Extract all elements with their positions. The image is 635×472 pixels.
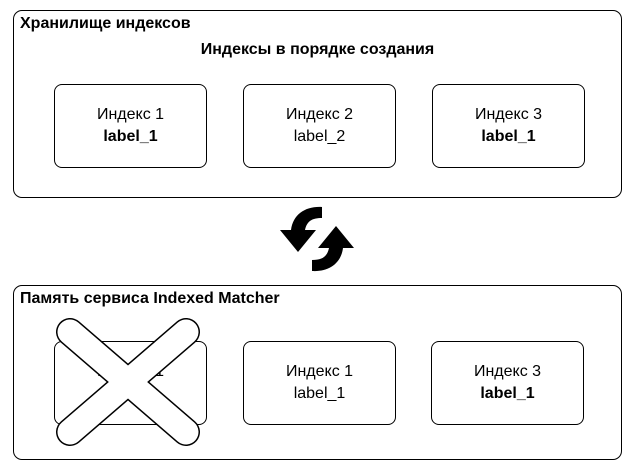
index-card-name: Индекс 1 <box>285 363 354 380</box>
index-card-label: label_1 <box>293 385 346 402</box>
memory-index-card: Индекс 3 label_1 <box>431 341 584 425</box>
index-card-label: label_1 <box>480 385 535 402</box>
sync-arrows-icon <box>280 206 354 272</box>
index-card-label: label_2 <box>293 128 346 145</box>
sync-arrow-down-icon <box>280 206 322 252</box>
index-card-name: Индекс 3 <box>474 106 543 123</box>
index-order-subtitle: Индексы в порядке создания <box>200 41 435 58</box>
storage-index-card: Индекс 3 label_1 <box>432 84 585 168</box>
storage-index-card: Индекс 1 label_1 <box>54 84 207 168</box>
index-storage-panel: Хранилище индексов Индексы в порядке соз… <box>13 10 622 198</box>
matcher-memory-title: Память сервиса Indexed Matcher <box>20 290 280 307</box>
index-card-name: Индекс 3 <box>473 363 542 380</box>
index-card-label: label_1 <box>481 128 536 145</box>
memory-index-card: Индекс 1 label_1 <box>243 341 396 425</box>
index-storage-title: Хранилище индексов <box>20 15 191 32</box>
index-card-label: label_1 <box>103 128 158 145</box>
index-card-name: Индекс 1 <box>96 106 165 123</box>
index-card-name: Индекс 2 <box>285 106 354 123</box>
cross-mark-icon <box>56 318 200 446</box>
storage-index-card: Индекс 2 label_2 <box>243 84 396 168</box>
sync-arrow-up-icon <box>312 226 354 272</box>
